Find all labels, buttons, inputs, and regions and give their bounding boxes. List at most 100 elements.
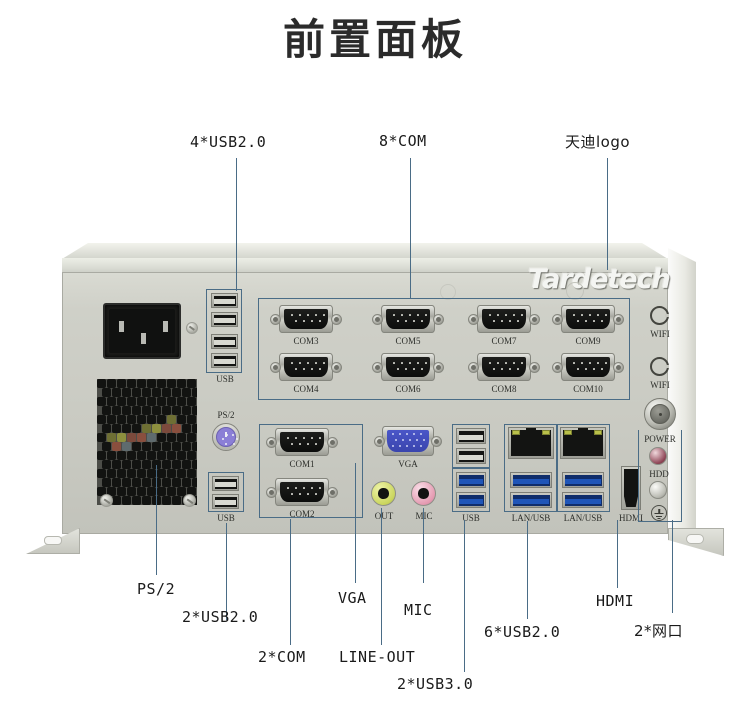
serial-port-com8 <box>468 353 540 381</box>
chassis-lid <box>62 258 668 274</box>
screw-ac-right <box>186 322 198 334</box>
port-label-lan-usb-2: LAN/USB <box>563 513 603 523</box>
ground-icon <box>651 505 667 521</box>
screw-vent-right <box>183 494 196 507</box>
leader-com2 <box>290 519 291 645</box>
usb3-port-5 <box>562 472 604 488</box>
usb3-port-1 <box>456 472 486 488</box>
annotation-usb3x2: 2*USB3.0 <box>397 675 474 693</box>
port-label-vga: VGA <box>398 459 418 469</box>
wifi-antenna-hole-2 <box>650 357 669 376</box>
serial-port-com9 <box>552 305 624 333</box>
leader-hdmi <box>617 520 618 588</box>
fan-vent <box>97 379 197 505</box>
page-title: 前置面板 <box>282 15 467 64</box>
usb3-port-6 <box>562 492 604 508</box>
usb3-port-3 <box>510 472 552 488</box>
port-label-hdmi: HDMI <box>619 513 643 523</box>
lan-port-1 <box>508 427 554 459</box>
brand-logo: Tardetech <box>528 264 671 295</box>
serial-port-com5 <box>372 305 444 333</box>
annotation-lineout: LINE-OUT <box>339 648 416 666</box>
annotation-com2: 2*COM <box>258 648 306 666</box>
callout-lan-usb-1 <box>504 424 558 512</box>
callout-lan-usb-2 <box>556 424 610 512</box>
serial-port-com1 <box>266 428 338 456</box>
callout-com8 <box>258 298 630 400</box>
leader-logo <box>607 158 608 270</box>
annotation-lan2: 2*网口 <box>634 622 684 640</box>
lid-emboss-2 <box>440 284 456 300</box>
port-label-com10: COM10 <box>573 384 603 394</box>
serial-port-com4 <box>270 353 342 381</box>
mic-jack <box>411 481 436 506</box>
leader-ps2 <box>156 465 157 575</box>
usb-port-5 <box>212 476 239 491</box>
lid-emboss-1 <box>566 282 584 300</box>
leader-usb4 <box>236 158 237 291</box>
label-hdd: HDD <box>649 469 669 479</box>
lan-port-2 <box>560 427 606 459</box>
callout-usb2x2 <box>208 472 244 512</box>
annotation-mic: MIC <box>404 601 433 619</box>
port-label-com7: COM7 <box>491 336 517 346</box>
usb-port-4 <box>211 353 238 368</box>
annotation-vga: VGA <box>338 589 367 607</box>
leader-usb6 <box>527 521 528 619</box>
callout-usb-center-top <box>452 424 490 468</box>
line-out-jack <box>371 481 396 506</box>
annotation-usb4: 4*USB2.0 <box>190 133 267 151</box>
annotation-logo: 天迪logo <box>565 133 631 151</box>
port-label-com9: COM9 <box>575 336 601 346</box>
port-label-com1: COM1 <box>289 459 315 469</box>
serial-port-com6 <box>372 353 444 381</box>
port-label-ps2: PS/2 <box>217 410 235 420</box>
usb3-port-4 <box>510 492 552 508</box>
usb-port-7 <box>456 428 486 444</box>
usb-port-2 <box>211 312 238 327</box>
serial-port-com2 <box>266 478 338 506</box>
port-label-com5: COM5 <box>395 336 421 346</box>
ac-power-inlet <box>103 303 181 359</box>
annotation-ps2: PS/2 <box>137 580 176 598</box>
leader-lineout <box>381 508 382 645</box>
port-label-com6: COM6 <box>395 384 421 394</box>
leader-usb3x2 <box>464 520 465 672</box>
usb-port-1 <box>211 293 238 308</box>
annotation-usb6: 6*USB2.0 <box>484 623 561 641</box>
port-label-lan-usb-1: LAN/USB <box>511 513 551 523</box>
leader-lan2 <box>672 520 673 613</box>
callout-com2 <box>259 424 363 518</box>
chassis-lid-bevel <box>62 243 668 259</box>
serial-port-com10 <box>552 353 624 381</box>
annotation-hdmi: HDMI <box>596 592 635 610</box>
port-label-com8: COM8 <box>491 384 517 394</box>
port-label-line-out: OUT <box>374 511 394 521</box>
usb-port-8 <box>456 448 486 464</box>
port-label-mic: MIC <box>409 511 439 521</box>
screw-vent-left <box>100 494 113 507</box>
serial-port-com7 <box>468 305 540 333</box>
hdmi-port <box>621 466 641 510</box>
callout-usb-center-bottom <box>452 468 490 512</box>
chassis-right-side <box>668 248 696 533</box>
port-label-wifi-1: WIFI <box>650 329 670 339</box>
port-label-usb-left-lower: USB <box>217 513 235 523</box>
leader-com8 <box>410 158 411 298</box>
hdd-led <box>649 481 667 499</box>
label-power: POWER <box>644 434 676 444</box>
power-button[interactable] <box>644 398 676 430</box>
annotation-com8: 8*COM <box>379 132 427 150</box>
callout-usb4 <box>206 289 242 373</box>
annotation-usb2x2: 2*USB2.0 <box>182 608 259 626</box>
port-label-usb-top: USB <box>216 374 234 384</box>
power-led <box>649 447 667 465</box>
serial-port-com3 <box>270 305 342 333</box>
port-label-com3: COM3 <box>293 336 319 346</box>
ps2-port <box>212 423 240 451</box>
callout-indicators <box>638 430 682 522</box>
port-label-com4: COM4 <box>293 384 319 394</box>
port-label-wifi-2: WIFI <box>650 380 670 390</box>
usb-port-6 <box>212 494 239 509</box>
